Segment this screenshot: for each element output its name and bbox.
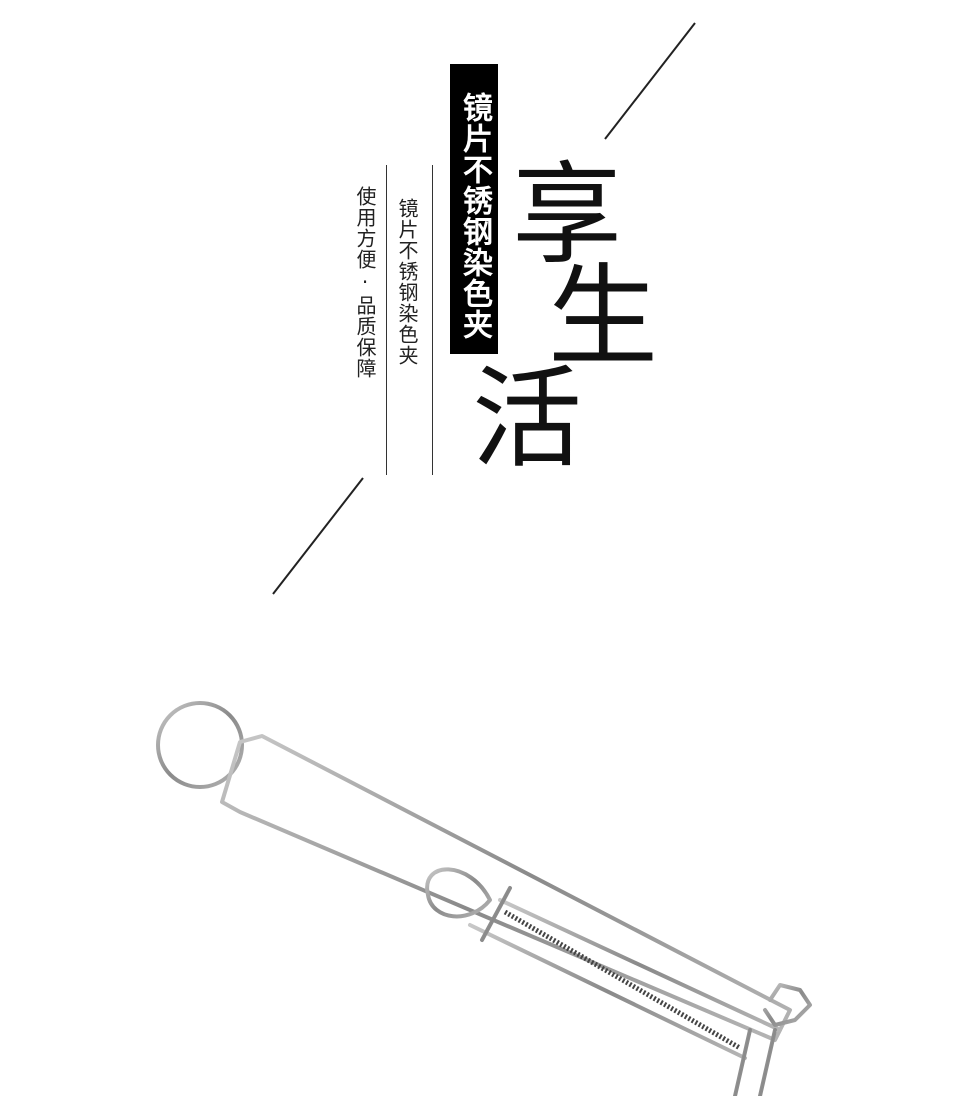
slogan-char-3: 活 (472, 355, 582, 483)
subtitle-slogan: 使用方便·品质保障 (353, 186, 377, 379)
product-title-vertical: 镜片不锈钢染色夹 (450, 64, 498, 354)
clip-crossbar (480, 886, 512, 942)
clip-rail-2 (498, 898, 782, 1032)
slogan-char-1: 享 (512, 151, 622, 279)
clip-spring (503, 909, 742, 1051)
diagonal-line-bottom (272, 477, 364, 595)
clip-end-post (733, 1028, 752, 1096)
clip-end-clamp (763, 983, 812, 1027)
clip-ring (156, 701, 244, 789)
clip-rail (468, 923, 747, 1060)
divider-line-1 (432, 165, 433, 475)
clip-end-post-2 (758, 1028, 777, 1096)
subtitle-product-name: 镜片不锈钢染色夹 (395, 198, 419, 366)
slogan-char-2: 生 (548, 253, 658, 381)
divider-line-2 (386, 165, 387, 475)
clip-frame (220, 734, 792, 1042)
clip-loop (425, 867, 492, 919)
diagonal-line-top (604, 22, 696, 140)
